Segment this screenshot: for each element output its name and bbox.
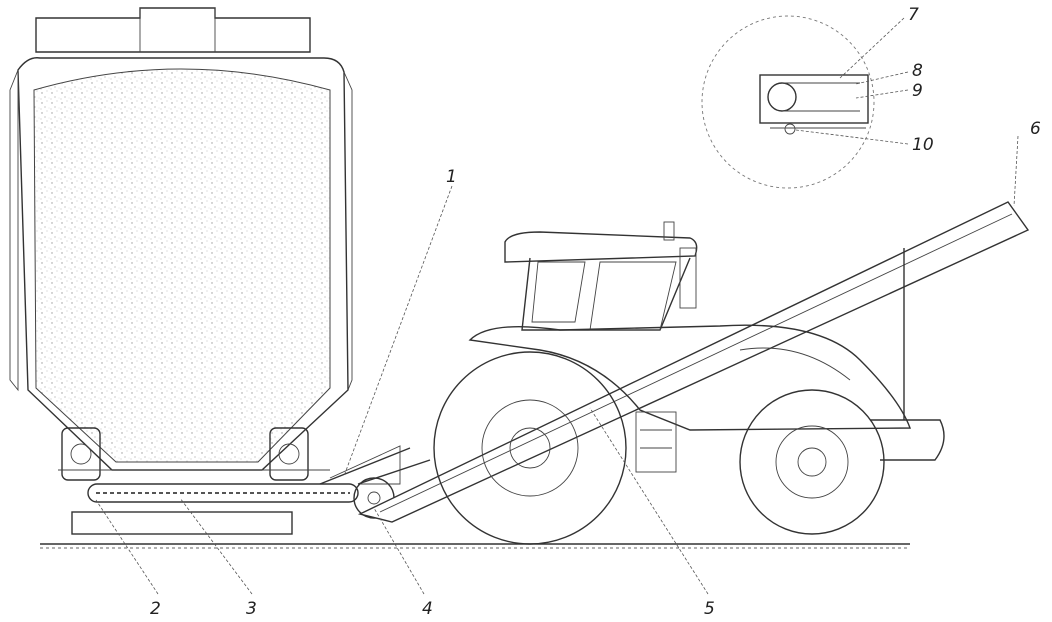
callout-9: 9 (912, 81, 923, 101)
callout-8: 8 (912, 61, 923, 81)
callout-5: 5 (704, 599, 715, 619)
callout-10: 10 (912, 135, 934, 155)
tractor (433, 221, 945, 545)
callout-7: 7 (908, 5, 919, 25)
leader-lines (95, 17, 1019, 595)
callout-1: 1 (446, 167, 457, 187)
belt-conveyor (87, 445, 431, 503)
grain-hopper-wagon (9, 7, 353, 535)
callout-3: 3 (246, 599, 257, 619)
detail-view (701, 15, 875, 189)
inclined-conveyor (357, 201, 1030, 523)
callout-6: 6 (1030, 119, 1041, 139)
callout-labels: 1 2 3 4 5 6 7 8 9 10 (150, 5, 1041, 619)
ground-line (40, 543, 910, 549)
callout-2: 2 (150, 599, 161, 619)
callout-4: 4 (422, 599, 433, 619)
